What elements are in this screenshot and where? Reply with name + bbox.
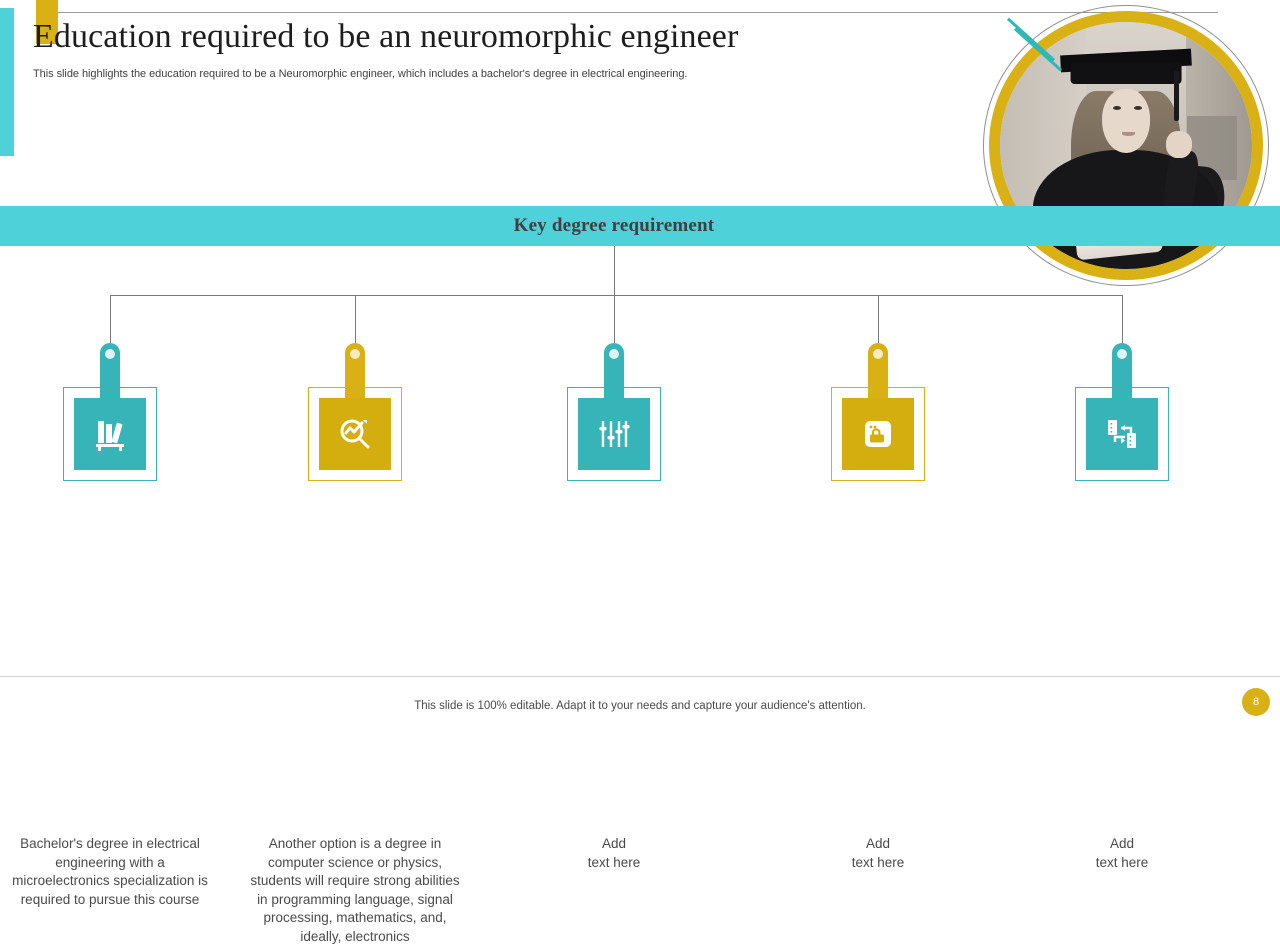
sliders-icon[interactable] — [578, 398, 650, 470]
chart-magnifier-icon[interactable] — [319, 398, 391, 470]
hanger-strap — [868, 343, 888, 401]
books-icon[interactable] — [74, 398, 146, 470]
card-frame — [308, 387, 402, 481]
page-number-badge: 8 — [1242, 688, 1270, 716]
page-subtitle: This slide highlights the education requ… — [33, 68, 688, 80]
card-frame — [63, 387, 157, 481]
hero-photo — [983, 5, 1273, 290]
hanger-strap — [1112, 343, 1132, 401]
connector-stem — [614, 246, 615, 295]
accent-square-gold — [36, 0, 58, 44]
accent-bar-teal — [0, 8, 14, 156]
page-title: Education required to be an neuromorphic… — [33, 18, 739, 55]
card-frame — [831, 387, 925, 481]
hanger-hole-icon — [873, 349, 883, 359]
hanger-hole-icon — [105, 349, 115, 359]
node-caption: Add text here — [851, 836, 905, 870]
node-caption: Another option is a degree in computer s… — [250, 836, 460, 944]
hanger-strap — [345, 343, 365, 401]
title-divider — [58, 12, 1218, 13]
connector-bus — [110, 295, 1123, 296]
hanger-strap — [100, 343, 120, 401]
node-caption: Bachelor's degree in electrical engineer… — [12, 836, 208, 907]
connector-drop — [355, 295, 356, 343]
data-exchange-icon[interactable] — [1086, 398, 1158, 470]
connector-drop — [878, 295, 879, 343]
hanger-hole-icon — [350, 349, 360, 359]
hanger-strap — [604, 343, 624, 401]
section-band-title: Key degree requirement — [513, 215, 715, 236]
secure-card-icon[interactable] — [842, 398, 914, 470]
footer-note: This slide is 100% editable. Adapt it to… — [414, 700, 866, 712]
node-caption: Add text here — [1095, 836, 1149, 870]
hanger-hole-icon — [1117, 349, 1127, 359]
card-frame — [567, 387, 661, 481]
connector-drop — [614, 295, 615, 343]
connector-drop — [1122, 295, 1123, 343]
hanger-hole-icon — [609, 349, 619, 359]
section-band — [0, 206, 1280, 246]
node-caption: Add text here — [587, 836, 641, 870]
card-frame — [1075, 387, 1169, 481]
connector-drop — [110, 295, 111, 343]
photo-outer-ring — [983, 5, 1269, 286]
footer-divider — [0, 676, 1280, 677]
